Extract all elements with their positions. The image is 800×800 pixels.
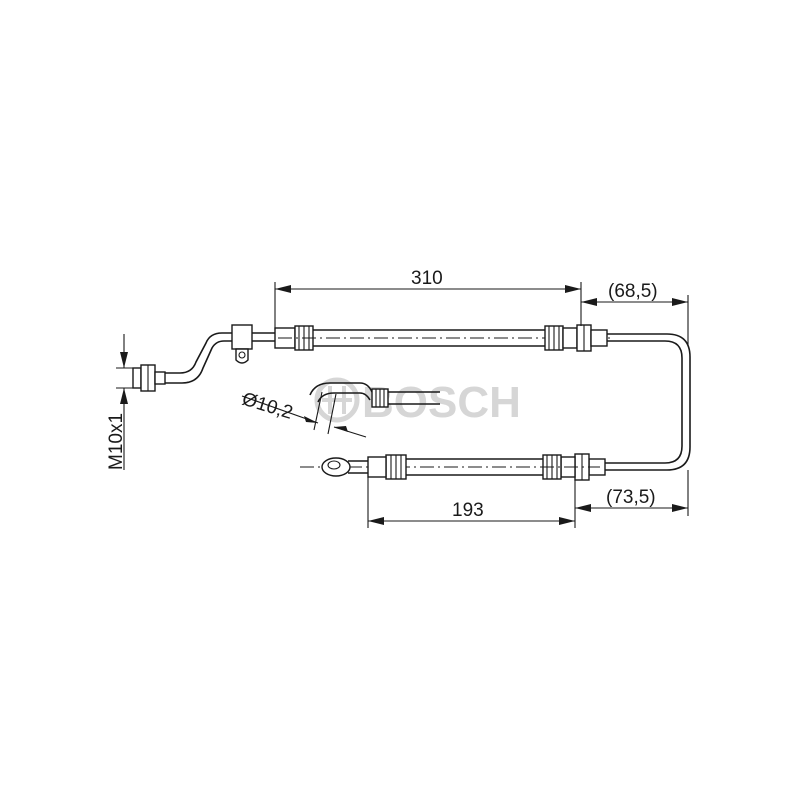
dim-top-right-label: (68,5) (608, 281, 658, 302)
diameter-label: Ø10,2 (240, 389, 296, 424)
dim-bottom-length-label: 193 (452, 500, 484, 521)
dim-top-length: 310 (274, 268, 582, 330)
upper-hose (132, 324, 691, 471)
lower-hose (300, 453, 606, 481)
dim-thread: M10x1 (106, 334, 133, 470)
dim-top-length-label: 310 (411, 268, 443, 289)
dim-top-right: (68,5) (581, 281, 689, 345)
dim-bottom-right: (73,5) (575, 470, 689, 516)
thread-label: M10x1 (106, 413, 127, 470)
bosch-watermark: BOSCH (314, 377, 521, 427)
dim-bottom-length: 193 (367, 477, 576, 528)
dim-bottom-right-label: (73,5) (606, 487, 656, 508)
bosch-logo-icon (314, 377, 360, 423)
